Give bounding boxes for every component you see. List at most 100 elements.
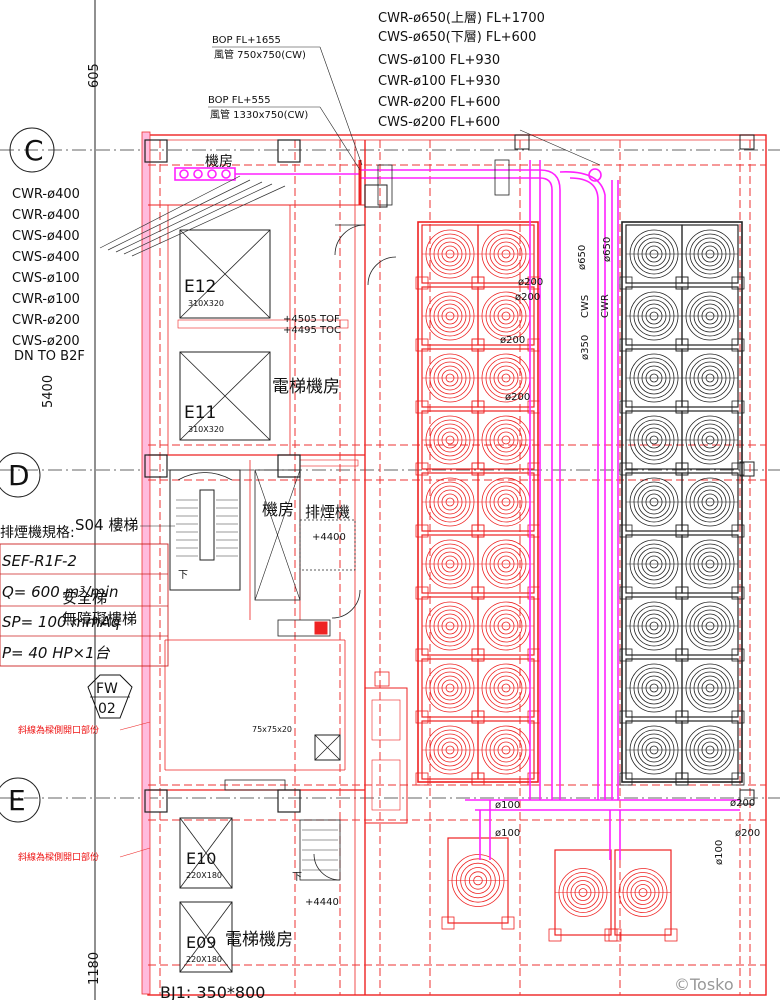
level-mid: +4400 bbox=[312, 532, 346, 543]
fan-unit-red-3-0 bbox=[415, 410, 485, 476]
diag-note-1: 斜線為樑側開口部份 bbox=[18, 724, 99, 736]
fan-unit-lower-1 bbox=[548, 849, 618, 942]
fan-spec-title: 排煙機規格: bbox=[0, 525, 75, 541]
elevator-shafts: E12 310X320 E11 310X320 E10 220X180 E09 … bbox=[179, 229, 341, 973]
fan-spec-table: 排煙機規格: SEF-R1F-2 Q= 600 m³/min SP= 100 m… bbox=[0, 525, 169, 863]
fan-unit-black-8-1 bbox=[675, 720, 745, 786]
fan-unit-black-5-1 bbox=[675, 534, 745, 600]
grid-letter-d: D bbox=[8, 459, 30, 492]
fan-unit-red-8-1 bbox=[471, 720, 541, 786]
fan-unit-red-8-0 bbox=[415, 720, 485, 786]
bop-notes: BOP FL+1655 風管 750x750(CW) BOP FL+555 風管… bbox=[208, 35, 363, 171]
top-note-3: CWS-ø100 FL+930 bbox=[378, 53, 500, 68]
fan-unit-black-0-1 bbox=[675, 224, 745, 290]
level-toc: +4495 TOC bbox=[283, 325, 341, 336]
svg-text:下: 下 bbox=[178, 570, 188, 581]
fan-unit-black-7-0 bbox=[619, 658, 689, 724]
dim-75: 75x75x20 bbox=[252, 725, 292, 734]
elevator-e09-label: E09 bbox=[186, 933, 216, 952]
fan-spec-flow: Q= 600 m³/min bbox=[2, 583, 119, 601]
top-note-1: CWR-ø650(上層) FL+1700 bbox=[378, 11, 545, 26]
chilled-water-piping bbox=[174, 159, 740, 860]
pipe-label-200d: ø200 bbox=[515, 292, 540, 303]
fan-unit-lower-0 bbox=[441, 837, 515, 930]
bop-note-1-line1: BOP FL+1655 bbox=[212, 35, 281, 46]
bop-note-2-line2: 風管 1330x750(CW) bbox=[210, 108, 308, 121]
fan-unit-red-1-0 bbox=[415, 286, 485, 352]
fan-spec-power: P= 40 HP×1台 bbox=[2, 644, 111, 662]
fan-unit-black-8-0 bbox=[619, 720, 689, 786]
elevator-e09-size: 220X180 bbox=[186, 955, 222, 964]
top-note-6: CWS-ø200 FL+600 bbox=[378, 115, 500, 130]
left-pipe-6: CWR-ø100 bbox=[12, 292, 80, 307]
left-pipe-notes: CWR-ø400 CWR-ø400 CWS-ø400 CWS-ø400 CWS-… bbox=[12, 175, 286, 364]
elevator-e12-label: E12 bbox=[184, 277, 216, 297]
diag-note-2: 斜線為樑側開口部份 bbox=[18, 851, 99, 863]
fan-unit-red-2-0 bbox=[415, 348, 485, 414]
elevator-e10-label: E10 bbox=[186, 849, 216, 868]
pipe-label-100c: ø100 bbox=[714, 840, 725, 865]
fan-unit-black-6-0 bbox=[619, 596, 689, 662]
pipe-label-200e: ø200 bbox=[730, 798, 755, 809]
elevator-e11-size: 310X320 bbox=[188, 425, 224, 434]
fan-unit-red-5-0 bbox=[415, 534, 485, 600]
fan-unit-black-1-0 bbox=[619, 286, 689, 352]
fan-unit-black-5-0 bbox=[619, 534, 689, 600]
top-note-5: CWR-ø200 FL+600 bbox=[378, 95, 500, 110]
fan-unit-black-1-1 bbox=[675, 286, 745, 352]
top-note-4: CWR-ø100 FL+930 bbox=[378, 74, 500, 89]
left-pipe-1: CWR-ø400 bbox=[12, 187, 80, 202]
elevator-e10-size: 220X180 bbox=[186, 871, 222, 880]
pipe-label-cws: CWS bbox=[580, 295, 591, 318]
fw-tag: FW bbox=[96, 681, 118, 697]
fan-unit-red-4-0 bbox=[415, 472, 485, 538]
fan-unit-black-2-1 bbox=[675, 348, 745, 414]
left-pipe-8: CWS-ø200 bbox=[12, 334, 80, 349]
fan-unit-lower-2 bbox=[608, 849, 678, 942]
elevator-e11-label: E11 bbox=[184, 403, 216, 423]
left-pipe-5: CWS-ø100 bbox=[12, 271, 80, 286]
fan-spec-pressure: SP= 100 mmAq bbox=[2, 613, 120, 631]
safety-stair-label: 安全梯 bbox=[62, 589, 107, 607]
pipe-label-100b: ø100 bbox=[495, 828, 520, 839]
fan-unit-black-3-1 bbox=[675, 410, 745, 476]
pipe-label-650a: ø650 bbox=[577, 245, 588, 270]
top-note-2: CWS-ø650(下層) FL+600 bbox=[378, 30, 536, 45]
pipe-label-200a: ø200 bbox=[518, 277, 543, 288]
grid-letter-e: E bbox=[8, 784, 26, 817]
grid-letter-c: C bbox=[24, 134, 44, 167]
grid-number-605: 605 bbox=[87, 63, 102, 88]
room-labels: 機房 電梯機房 +4505 TOF +4495 TOC S04 樓梯 機房 排煙… bbox=[62, 154, 350, 1000]
machine-room-top-label: 機房 bbox=[205, 154, 233, 170]
misc-equipment bbox=[224, 519, 408, 824]
left-pipe-9: DN TO B2F bbox=[14, 349, 85, 364]
stair-s04-label: S04 樓梯 bbox=[75, 516, 138, 534]
pipe-label-100a: ø100 bbox=[495, 800, 520, 811]
fan-unit-black-2-0 bbox=[619, 348, 689, 414]
red-bank-frame bbox=[417, 221, 539, 783]
elevator-machine-room-2-label: 電梯機房 bbox=[225, 930, 293, 950]
top-pipe-notes: CWR-ø650(上層) FL+1700 CWS-ø650(下層) FL+600… bbox=[378, 11, 601, 166]
pipe-label-350: ø350 bbox=[580, 335, 591, 360]
fan-unit-black-6-1 bbox=[675, 596, 745, 662]
pipe-label-650b: ø650 bbox=[602, 237, 613, 262]
smoke-exhaust-label: 排煙機 bbox=[305, 503, 350, 521]
fan-unit-red-6-1 bbox=[471, 596, 541, 662]
elevator-machine-room-1-label: 電梯機房 bbox=[272, 377, 340, 397]
black-bank-frame bbox=[621, 221, 743, 783]
left-pipe-3: CWS-ø400 bbox=[12, 229, 80, 244]
machine-room-mid-label: 機房 bbox=[262, 500, 294, 519]
fan-unit-red-4-1 bbox=[471, 472, 541, 538]
fan-spec-id: SEF-R1F-2 bbox=[2, 552, 77, 570]
fan-unit-black-4-0 bbox=[619, 472, 689, 538]
elevator-e12-size: 310X320 bbox=[188, 299, 224, 308]
cooling-tower-bank-black bbox=[619, 221, 745, 786]
cooling-tower-bank-red bbox=[415, 221, 541, 786]
bop-note-1-line2: 風管 750x750(CW) bbox=[214, 48, 306, 61]
fan-unit-black-0-0 bbox=[619, 224, 689, 290]
svg-text:下: 下 bbox=[292, 872, 302, 883]
stair-s04: 下 下 bbox=[169, 224, 397, 883]
level-low: +4440 bbox=[305, 897, 339, 908]
building-walls bbox=[141, 131, 767, 996]
